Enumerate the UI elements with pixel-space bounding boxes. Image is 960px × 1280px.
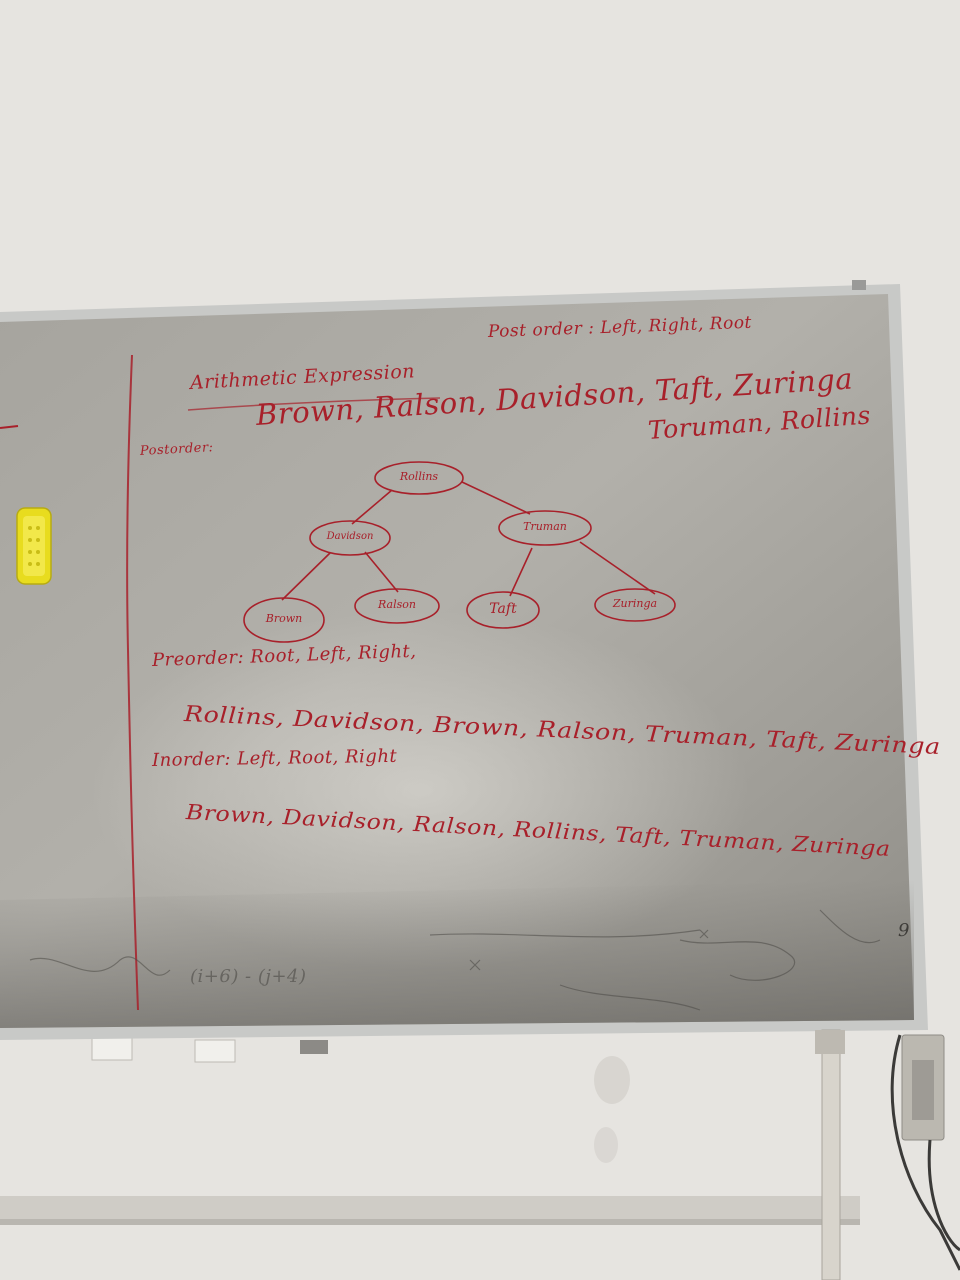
node-right-right	[594, 588, 676, 622]
faded-scribbles	[29, 909, 881, 1011]
corner-mark: 9	[898, 920, 910, 941]
node-left	[309, 520, 391, 556]
wall-socket-2	[194, 1039, 236, 1063]
tree-edges	[281, 481, 656, 601]
edge-left-leftleft	[281, 552, 331, 601]
node-label-left-right: Ralson	[378, 598, 416, 611]
edge-right-rightleft	[509, 547, 533, 597]
board-stand	[815, 1029, 845, 1280]
inorder-rule: Inorder: Left, Root, Right	[151, 745, 398, 771]
node-left-right	[354, 588, 440, 624]
wall-rail	[0, 1196, 860, 1222]
power-cable	[890, 1034, 960, 1271]
magnet-eraser	[16, 507, 52, 585]
node-left-left	[243, 597, 325, 643]
whiteboard	[0, 280, 928, 1040]
node-label-right-right: Zuringa	[612, 597, 658, 610]
node-label-left-left: Brown	[265, 612, 303, 625]
margin-line	[126, 354, 139, 1011]
edge-left-leftright	[364, 551, 399, 593]
node-label-right-left: Taft	[489, 601, 517, 617]
margin-tick	[0, 425, 19, 429]
edge-root-left	[351, 489, 393, 525]
frame-clip	[852, 280, 866, 290]
node-label-root: Rollins	[399, 470, 439, 483]
edge-right-rightright	[579, 541, 656, 595]
node-right-left	[466, 591, 540, 629]
tree-nodes	[243, 461, 676, 643]
node-label-right: Truman	[523, 520, 567, 533]
wall-socket	[91, 1037, 133, 1061]
edge-root-right	[461, 481, 531, 515]
node-root	[374, 461, 464, 495]
node-right	[498, 510, 592, 546]
node-label-left: Davidson	[326, 531, 374, 542]
faded-bottom-expression: (i+6) - (j+4)	[190, 966, 307, 987]
